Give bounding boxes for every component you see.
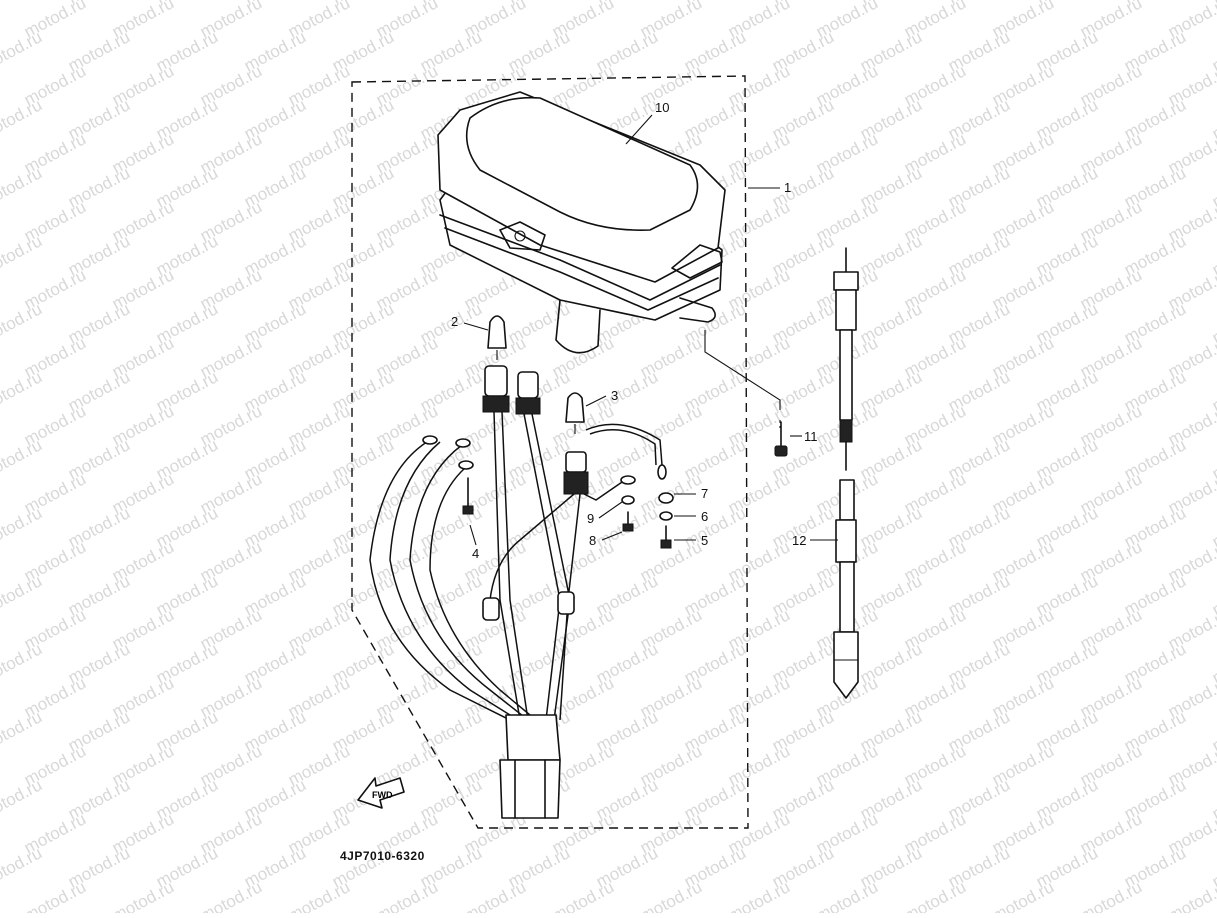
callout-labels: 1 2 3 4 5 6 7 8 9 10 11 12	[451, 100, 818, 561]
callout-3: 3	[611, 388, 618, 403]
watermark-text: motod.ru	[0, 27, 45, 75]
watermark-text: motod.ru	[0, 639, 45, 687]
watermark-text: motod.ru	[989, 877, 1057, 913]
speedometer-cable	[833, 247, 859, 699]
watermark-text: motod.ru	[0, 571, 45, 619]
watermark-text: motod.ru	[0, 231, 45, 279]
watermark-text: motod.ru	[1165, 877, 1217, 913]
callout-9: 9	[587, 511, 594, 526]
watermark-text: motod.ru	[373, 877, 441, 913]
watermark-text: motod.ru	[461, 877, 529, 913]
watermark-text: motod.ru	[0, 61, 1, 109]
watermark-text: motod.ru	[0, 673, 1, 721]
watermark-text: motod.ru	[0, 163, 45, 211]
watermark-text: motod.ru	[0, 129, 1, 177]
watermark-text: motod.ru	[549, 877, 617, 913]
callout-12: 12	[792, 533, 806, 548]
watermark-text: motod.ru	[0, 707, 45, 755]
watermark-text: motod.ru	[0, 333, 1, 381]
harness-connector	[499, 714, 561, 819]
watermark-text: motod.ru	[0, 401, 1, 449]
fwd-arrow: FWD	[357, 777, 405, 809]
watermark-text: motod.ru	[197, 877, 265, 913]
assembly-boundary	[351, 75, 749, 829]
watermark-text: motod.ru	[0, 741, 1, 789]
callout-5: 5	[701, 533, 708, 548]
callout-4: 4	[472, 546, 479, 561]
callout-7: 7	[701, 486, 708, 501]
watermark-text: motod.ru	[0, 435, 45, 483]
bulb-3	[565, 392, 585, 434]
callout-leaders	[463, 114, 838, 546]
callout-8: 8	[589, 533, 596, 548]
bulb-sockets	[482, 365, 589, 495]
callout-1: 1	[784, 180, 791, 195]
bulb-2	[487, 315, 507, 360]
watermark-text: motod.ru	[725, 877, 793, 913]
watermark-text: motod.ru	[0, 605, 1, 653]
watermark-text: motod.ru	[813, 877, 881, 913]
fwd-label: FWD	[372, 790, 393, 800]
watermark-text: motod.ru	[0, 265, 1, 313]
wire-harness	[369, 411, 667, 721]
watermark-text: motod.ru	[0, 503, 45, 551]
watermark-text: motod.ru	[0, 843, 45, 891]
watermark-text: motod.ru	[0, 197, 1, 245]
watermark-text: motod.ru	[285, 877, 353, 913]
watermark-text: motod.ru	[0, 469, 1, 517]
meter-assembly	[437, 91, 781, 428]
watermark-text: motod.ru	[0, 775, 45, 823]
watermark-text: motod.ru	[0, 367, 45, 415]
fasteners	[462, 421, 788, 549]
watermark-text: motod.ru	[109, 877, 177, 913]
part-code: 4JP7010-6320	[340, 849, 425, 863]
callout-11: 11	[804, 429, 818, 444]
watermark-text: motod.ru	[0, 537, 1, 585]
watermark-text: motod.ru	[0, 0, 45, 8]
watermark-text: motod.ru	[0, 299, 45, 347]
watermark-text: motod.ru	[1077, 877, 1145, 913]
watermark-text: motod.ru	[21, 877, 89, 913]
watermark-text: motod.ru	[0, 0, 1, 42]
watermark-text: motod.ru	[0, 809, 1, 857]
watermark-text: motod.ru	[0, 95, 45, 143]
callout-10: 10	[655, 100, 669, 115]
watermark-text: motod.ru	[637, 877, 705, 913]
callout-2: 2	[451, 314, 458, 329]
watermark-text: motod.ru	[901, 877, 969, 913]
callout-6: 6	[701, 509, 708, 524]
